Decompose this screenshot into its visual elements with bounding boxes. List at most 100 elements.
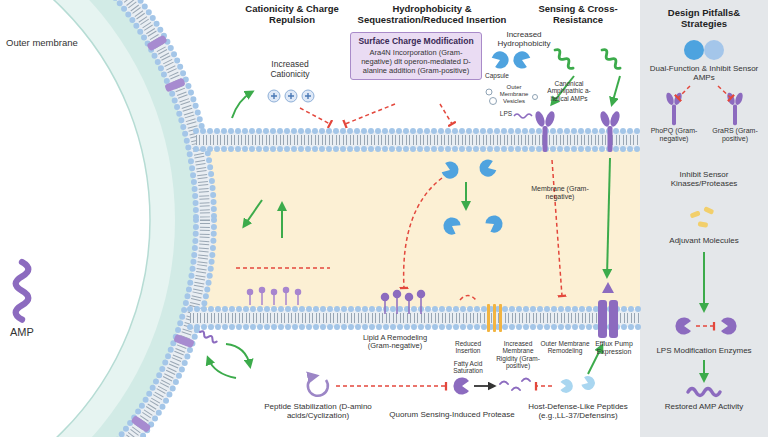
peptide-fragment — [500, 382, 508, 385]
porin — [146, 35, 167, 52]
lipid-a — [394, 291, 401, 298]
bacterial-cell — [0, 0, 196, 437]
strategy-label: LPS Modification Enzymes — [644, 346, 764, 355]
inhibit-line — [300, 108, 330, 124]
positive-charge — [288, 93, 294, 99]
mechanism-label: Increased Cationicity — [259, 60, 321, 79]
host-defense-peptide — [560, 375, 596, 393]
porin — [131, 415, 152, 433]
lipid-molecule — [285, 292, 287, 305]
strategy-label: Dual-Function & Inhibit Sensor AMPs — [644, 64, 764, 82]
sensor-label: GraRS (Gram-positive) — [705, 127, 765, 143]
positive-charge — [302, 90, 314, 102]
part-label: Outer membrane — [6, 38, 96, 49]
vesicle — [490, 98, 497, 105]
efflux-pump — [602, 282, 614, 293]
positive-charge — [305, 93, 311, 99]
saturated-lipid — [487, 304, 490, 332]
protease — [477, 158, 498, 179]
cleave-arrow — [474, 385, 494, 387]
host-defense-peptide — [580, 375, 596, 392]
panel-heading: Design Pitfalls& Strategies — [644, 8, 764, 30]
inhibit-line — [336, 385, 446, 387]
part-label: AMP — [10, 326, 60, 338]
lipid-a — [408, 300, 410, 314]
bacterial-cell — [0, 0, 214, 437]
section-heading: Hydrophobicity & Sequestration/Reduced I… — [345, 4, 520, 25]
outer-membrane-bilayer — [196, 131, 640, 149]
cyclization-arrow — [308, 376, 328, 396]
lipid-a — [382, 294, 389, 301]
mechanism-label: Increased Hydrophobicity — [489, 30, 559, 48]
lipid-a — [418, 291, 425, 298]
part-label: Canonical Amphipathic a-helical AMPs — [541, 80, 597, 102]
lipid-a — [420, 297, 422, 314]
mechanism-label: Reduced Insertion — [448, 340, 488, 355]
amp-helix — [199, 330, 218, 343]
periplasm-fill — [190, 150, 640, 308]
lipid-a — [406, 294, 413, 301]
quorum-protease — [453, 377, 469, 394]
positive-charge — [302, 90, 314, 102]
positive-charge — [271, 93, 277, 99]
lipid-a — [382, 291, 425, 315]
lps-molecule — [514, 114, 532, 118]
mechanism-label: Peptide Stabilization (D-amino acids/Cyc… — [243, 402, 393, 420]
positive-charge — [285, 90, 297, 102]
outer-membrane-bilayer — [196, 146, 640, 152]
peptide-fragment — [512, 388, 520, 391]
promote-arrow — [612, 76, 620, 104]
canonical-amp — [600, 48, 622, 70]
efflux-pump — [598, 300, 607, 338]
protease — [440, 214, 462, 237]
inhibit-line — [536, 385, 552, 387]
promote-arrow — [232, 92, 252, 118]
inner-membrane-bilayer — [190, 309, 640, 327]
promote-arrow — [208, 358, 236, 378]
outer-membrane-bilayer — [196, 135, 640, 145]
part-label: Capsule — [477, 72, 517, 79]
inner-membrane-bilayer — [190, 313, 640, 323]
positive-charge — [268, 90, 280, 102]
promote-arrow — [465, 182, 467, 208]
saturated-lipid — [487, 304, 502, 332]
lipid-molecule — [248, 290, 253, 295]
protease — [440, 158, 505, 237]
lipid-molecule — [297, 294, 299, 305]
section-heading: Cationicity & Charge Repulsion — [232, 4, 352, 25]
lipid-molecule — [248, 288, 301, 306]
lipid-molecule — [296, 290, 301, 295]
lipid-molecule — [261, 292, 263, 305]
bacterial-cell — [0, 0, 175, 437]
canonical-amp — [553, 48, 575, 70]
box-title: Surface Charge Modification — [355, 36, 477, 46]
inhibit-line — [236, 267, 330, 269]
promote-arrow — [226, 344, 250, 366]
amp-helix — [16, 262, 29, 320]
positive-charge — [285, 90, 297, 102]
bacterial-cell — [0, 0, 150, 437]
inhibit-line — [552, 160, 562, 296]
mechanism-label: Host-Defense-Like Peptides (e.g.,LL-37/D… — [516, 402, 641, 420]
mechanism-label: Lipid A Remodeling (Gram-negative) — [357, 334, 433, 351]
lipid-a — [384, 300, 386, 314]
protease — [440, 160, 461, 181]
porin — [164, 78, 186, 93]
inner-membrane-bilayer — [190, 324, 640, 330]
strategy-label: Restored AMP Activity — [644, 402, 764, 411]
peptide-fragment — [500, 379, 530, 391]
promote-arrow — [208, 76, 620, 378]
porin — [173, 334, 195, 348]
section-heading: Sensing & Cross-Resistance — [528, 4, 628, 25]
sensor-kinase — [599, 110, 622, 152]
host-defense-peptide — [560, 379, 572, 393]
peptide-fragment — [522, 379, 530, 382]
bacterial-cell — [0, 0, 214, 437]
inner-membrane-bilayer — [190, 306, 640, 312]
lipid-a — [396, 297, 398, 314]
outer-membrane-bilayer — [196, 131, 640, 149]
efflux-pump — [609, 300, 618, 338]
part-label: LPS — [491, 110, 521, 117]
inhibit-line — [404, 178, 442, 288]
